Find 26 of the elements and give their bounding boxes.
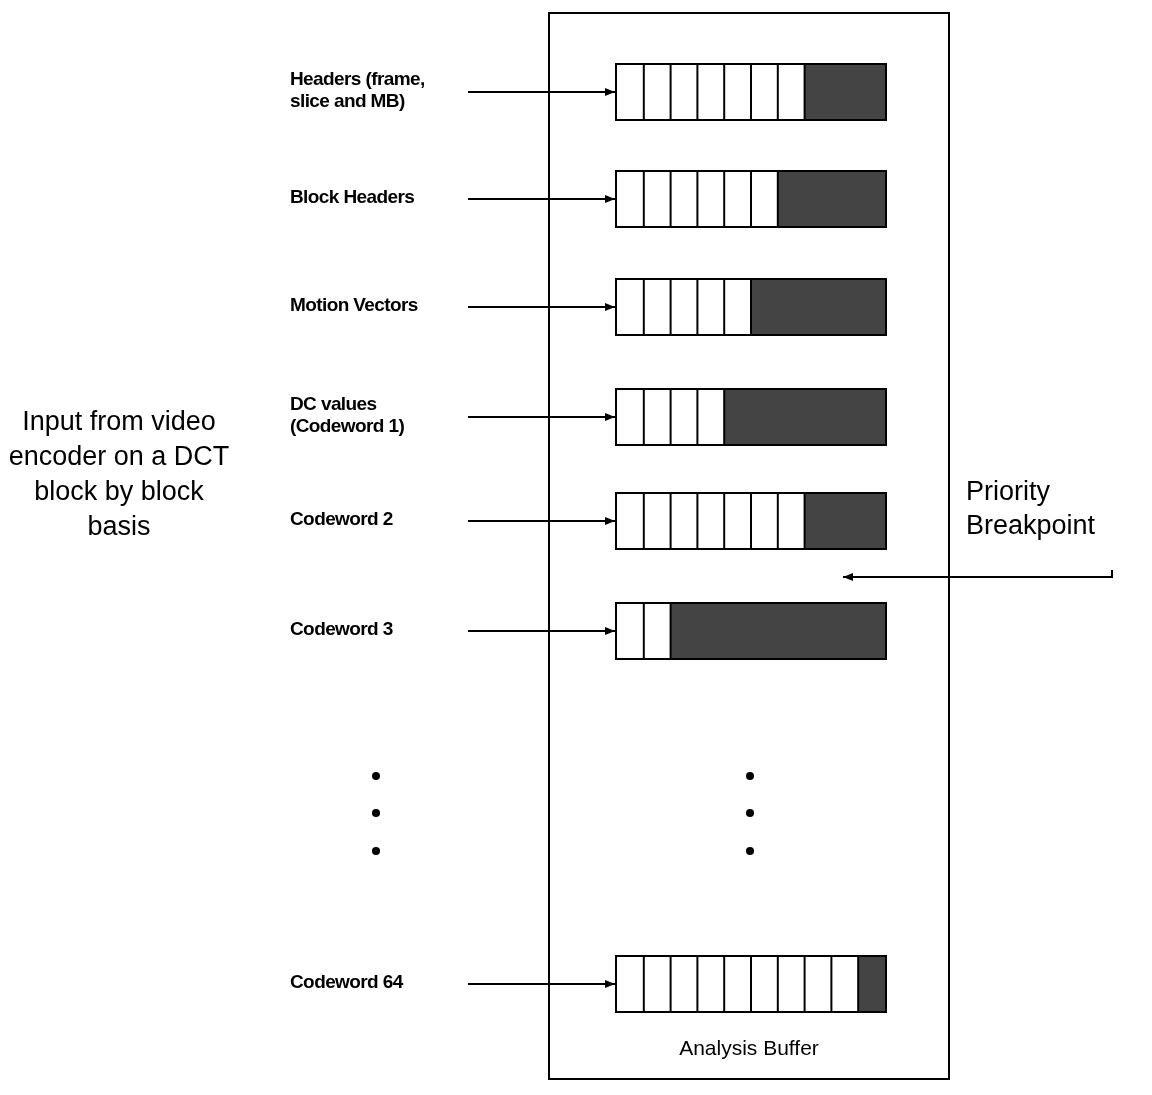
input-label: Codeword 3 xyxy=(290,618,393,640)
arrow xyxy=(467,627,616,635)
buffer-bar xyxy=(615,170,887,228)
input-label: Motion Vectors xyxy=(290,294,418,316)
input-label: Codeword 2 xyxy=(290,508,393,530)
buffer-bar xyxy=(615,278,887,336)
breakpoint-label: Priority Breakpoint xyxy=(966,474,1141,570)
buffer-bar xyxy=(615,388,887,446)
arrow xyxy=(467,303,616,311)
source-note: Input from video encoder on a DCT block by block basis xyxy=(7,405,231,543)
buffer-panel xyxy=(548,12,950,1080)
arrow xyxy=(467,980,616,988)
input-label: Block Headers xyxy=(290,186,415,208)
arrow xyxy=(467,413,616,421)
buffer-bar xyxy=(615,63,887,121)
buffer-bar xyxy=(615,602,887,660)
buffer-bar xyxy=(615,492,887,550)
arrow xyxy=(467,195,616,203)
input-label: Codeword 64 xyxy=(290,971,403,993)
arrow xyxy=(467,88,616,96)
arrow xyxy=(467,517,616,525)
input-label: DC values (Codeword 1) xyxy=(290,393,440,437)
input-label: Headers (frame, slice and MB) xyxy=(290,68,440,112)
buffer-title: Analysis Buffer xyxy=(678,1036,820,1060)
buffer-bar xyxy=(615,955,887,1013)
arrow xyxy=(842,569,1113,581)
